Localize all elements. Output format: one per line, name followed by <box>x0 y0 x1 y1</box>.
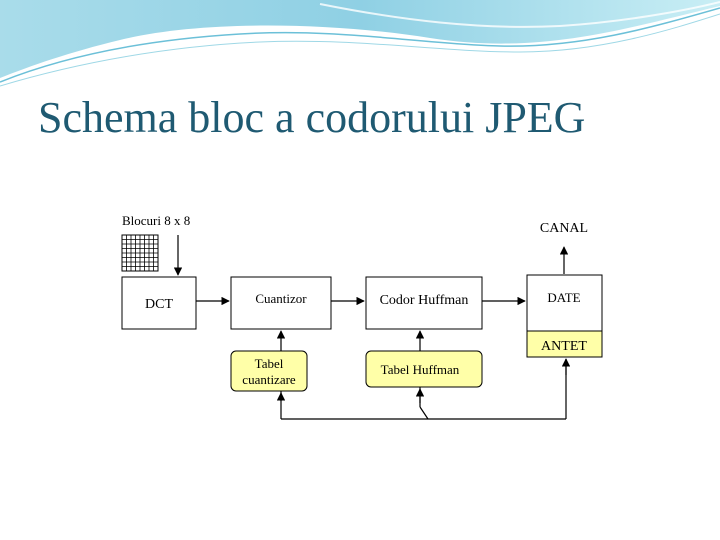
data-label: DATE <box>547 290 580 305</box>
huffman-coder-label: Codor Huffman <box>380 293 469 308</box>
header-label: ANTET <box>541 339 587 354</box>
dct-label: DCT <box>145 297 173 312</box>
quantizer-label: Cuantizor <box>255 291 307 306</box>
quantizer-block <box>230 276 332 330</box>
slide-title: Schema bloc a codorului JPEG <box>38 93 586 142</box>
jpeg-encoder-block-diagram: Blocuri 8 x 8 DCT Cuantizor Codor Huffma… <box>121 213 603 420</box>
pixel-block-grid-icon <box>121 234 159 272</box>
dct-block <box>121 276 197 330</box>
output-channel-label: CANAL <box>540 221 588 236</box>
input-label: Blocuri 8 x 8 <box>122 213 190 228</box>
data-block <box>526 274 603 332</box>
quant-table-label-line1: Tabel <box>255 356 284 371</box>
wave-header-decoration <box>0 0 720 87</box>
huffman-coder-block <box>365 276 483 330</box>
quant-table-label-line2: cuantizare <box>242 372 296 387</box>
quantization-table-block <box>230 350 308 392</box>
huffman-table-label: Tabel Huffman <box>381 362 460 377</box>
huffman-table-block <box>365 350 483 388</box>
header-block <box>526 330 603 358</box>
